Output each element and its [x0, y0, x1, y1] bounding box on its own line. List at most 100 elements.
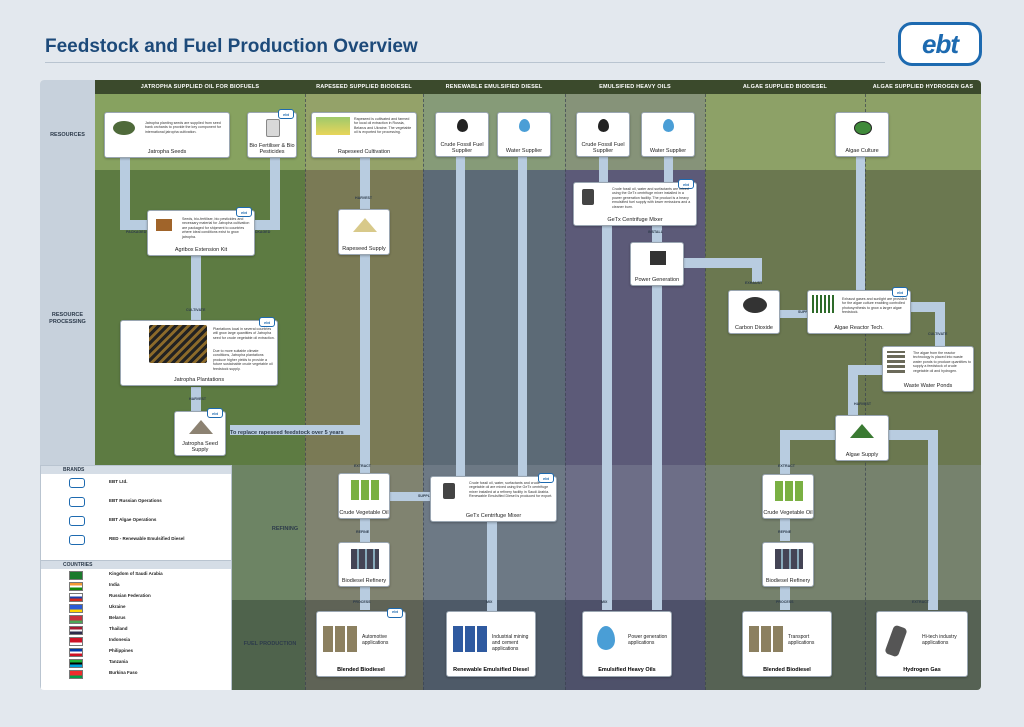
sprayer-icon: [266, 119, 280, 137]
factory-icon: [650, 251, 666, 265]
flow-arrow: [360, 512, 370, 542]
mixer-icon: [443, 483, 455, 499]
node-biodiesel-refinery: Biodiesel Refinery: [338, 542, 390, 587]
flag-icon: [69, 659, 83, 668]
brand-row: RED - Renewable Emulsified Diesel: [41, 531, 231, 550]
page-title: Feedstock and Fuel Production Overview: [45, 36, 418, 57]
brand-logo-icon: [69, 535, 85, 545]
flag-icon: [69, 648, 83, 657]
flag-icon: [69, 593, 83, 602]
node-agribox: ebt Seeds, bio-fertiliser, bio pesticide…: [147, 207, 255, 256]
node-description: Exhaust gases and sunlight are provided …: [842, 297, 907, 315]
replacement-note: To replace rapeseed feedstock over 5 yea…: [230, 430, 344, 436]
node-rapeseed-supply: Rapeseed Supply: [338, 209, 390, 255]
flow-arrow: [664, 157, 673, 187]
pile-icon: [850, 424, 874, 438]
mixer-icon: [582, 189, 594, 205]
water-drop-icon: [663, 119, 674, 132]
arrow-label: Extract: [354, 464, 371, 468]
flow-arrow: [120, 157, 130, 229]
node-label: Rapeseed Cultivation: [337, 149, 391, 155]
flag-icon: [69, 604, 83, 613]
node-label: Water Supplier: [649, 148, 687, 154]
fuel-name: Blended Biodiesel: [337, 667, 385, 673]
node-jatropha-seeds: Jatropha planting seeds are supplied fro…: [104, 112, 230, 158]
country-row: Belarus: [41, 613, 231, 624]
brands-legend: Brands EBT Ltd.EBT Russian OperationsEBT…: [40, 465, 232, 561]
fuel-application: Power generation applications: [628, 634, 668, 646]
flag-icon: [69, 615, 83, 624]
legend-heading: Brands: [41, 466, 231, 474]
node-crude-fossil-supplier: Crude Fossil Fuel Supplier: [435, 112, 489, 157]
box-icon: [156, 219, 172, 231]
arrow-label: Cultivate: [928, 332, 948, 336]
column-header-jatropha: Jatropha supplied oil for biofuels: [95, 80, 305, 94]
column-header-red: Renewable emulsified diesel: [423, 80, 565, 94]
seed-icon: [113, 121, 135, 135]
country-label: Russian Federation: [109, 593, 151, 598]
ebt-badge: ebt: [278, 109, 294, 119]
arrow-label: Exhaust: [745, 281, 763, 285]
flow-arrow: [599, 157, 608, 187]
arrow-label: Harvest: [854, 402, 872, 406]
brand-logo-icon: [69, 478, 85, 488]
brand-label: RED - Renewable Emulsified Diesel: [109, 536, 185, 541]
node-algae-culture: Algae Culture: [835, 112, 889, 157]
node-rapeseed-cultivation: Rapeseed is cultivated and farmed for lo…: [311, 112, 417, 158]
country-row: Russian Federation: [41, 591, 231, 602]
oil-drop-icon: [598, 119, 609, 132]
brand-label: EBT Ltd.: [109, 479, 128, 484]
node-getx-mixer: ebt Crude fossil oil, water and surfacta…: [573, 179, 697, 226]
brand-logo-icon: [69, 516, 85, 526]
node-label: Jatropha Seeds: [147, 149, 187, 155]
barrels-icon: [351, 480, 379, 500]
flow-arrow: [780, 430, 790, 475]
fuel-name: Blended Biodiesel: [763, 667, 811, 673]
node-label: Algae Culture: [845, 148, 879, 154]
fuel-emulsified-heavy-oils: Power generation applications Emulsified…: [582, 611, 672, 677]
node-label: Crude Vegetable Oil: [339, 510, 389, 516]
flow-arrow: [856, 157, 865, 292]
brand-row: EBT Russian Operations: [41, 493, 231, 512]
country-label: Tanzania: [109, 659, 128, 664]
smoke-icon: [743, 297, 767, 313]
fuel-application: Automotive applications: [362, 634, 389, 646]
node-label: Carbon Dioxide: [735, 325, 773, 331]
flow-arrow: [602, 224, 612, 610]
flag-icon: [69, 571, 83, 580]
column-header-heavy: Emulsified heavy oils: [565, 80, 705, 94]
node-description: Rapeseed is cultivated and farmed for lo…: [354, 117, 412, 135]
flow-arrow: [120, 220, 150, 230]
country-label: Kingdom of Saudi Arabia: [109, 571, 163, 576]
flow-arrow: [848, 365, 858, 415]
country-label: Ukraine: [109, 604, 126, 609]
flow-arrow: [456, 157, 465, 477]
arrow-label: Process: [776, 600, 794, 604]
flow-arrow: [780, 310, 808, 318]
fuel-renewable-emulsified-diesel: Industrial mining and cement application…: [446, 611, 536, 677]
node-label: Crude Vegetable Oil: [763, 510, 813, 516]
column-header-algae-biodiesel: Algae supplied biodiesel: [705, 80, 865, 94]
fuel-blended-biodiesel: Transport applications Blended Biodiesel: [742, 611, 832, 677]
arrow-label: Packaged: [126, 230, 147, 234]
brand-logo-icon: [69, 497, 85, 507]
node-description: Crude fossil oil, water, surfactants and…: [469, 481, 553, 499]
field-icon: [316, 117, 350, 135]
node-biodiesel-refinery: Biodiesel Refinery: [762, 542, 814, 587]
row-label-fuel-production: Fuel production: [243, 641, 297, 647]
flow-arrow: [910, 302, 940, 312]
node-label: Biodiesel Refinery: [341, 578, 387, 584]
arrow-label: Packaged: [250, 230, 271, 234]
flow-arrow: [928, 430, 938, 610]
arrow-label: Extract: [778, 464, 795, 468]
flag-icon: [69, 637, 83, 646]
plantation-icon: [149, 325, 207, 363]
oil-drop-icon: [457, 119, 468, 132]
node-jatropha-seed-supply: ebt Jatropha Seed Supply: [174, 408, 226, 456]
flow-arrow: [780, 582, 790, 610]
barrels-icon: [323, 626, 357, 652]
flow-arrow: [270, 157, 280, 229]
node-bio-fertiliser: ebt Bio Fertiliser & Bio Pesticides: [247, 109, 297, 158]
row-label-resource-processing: Resource processing: [49, 312, 86, 325]
arrow-label: Cultivate: [186, 308, 206, 312]
